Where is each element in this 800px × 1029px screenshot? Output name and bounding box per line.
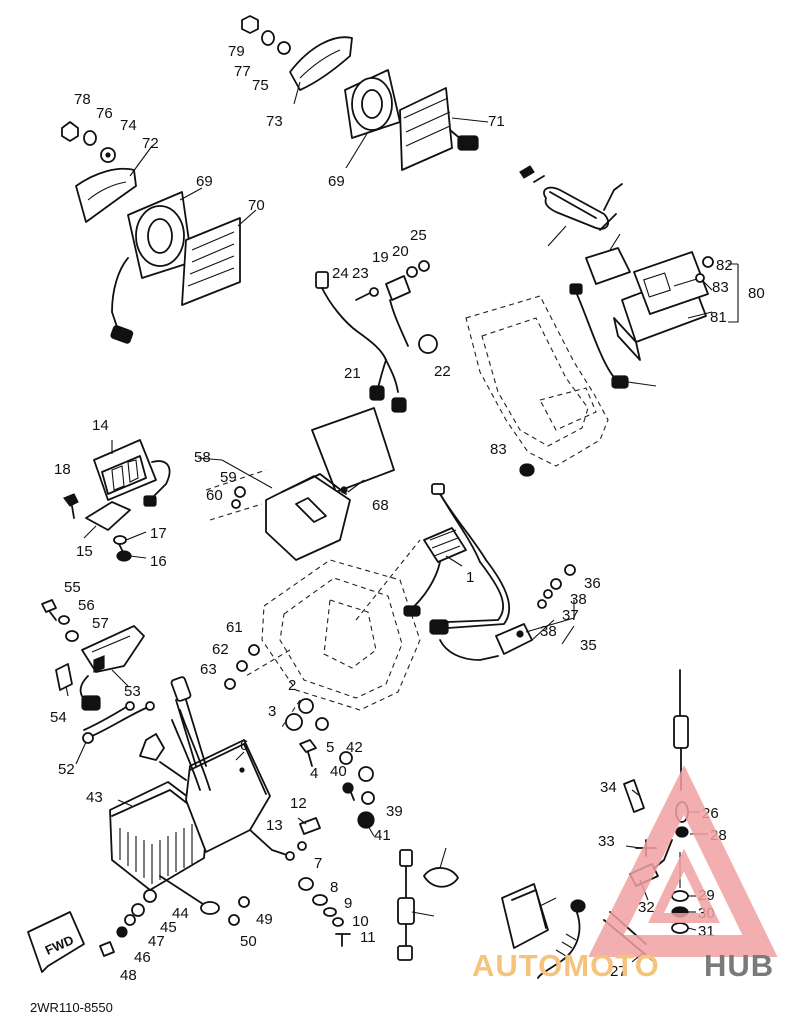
callout-41: 41 xyxy=(374,827,391,844)
callout-63: 68 xyxy=(372,497,389,514)
callout-4: 4 xyxy=(310,765,318,782)
callout-12: 12 xyxy=(290,795,307,812)
callout-72: 81 xyxy=(710,309,727,326)
callout-16: 16 xyxy=(150,553,167,570)
callout-38-a: 38 xyxy=(570,591,587,608)
callout-25: 25 xyxy=(410,227,427,244)
callout-27: 27 xyxy=(610,963,627,980)
callout-49: 49 xyxy=(256,911,273,928)
callout-56: 57 xyxy=(92,615,109,632)
callout-21: 21 xyxy=(344,365,361,382)
callout-23: 23 xyxy=(352,265,369,282)
callout-51: 52 xyxy=(58,761,75,778)
fuse-assembly xyxy=(397,849,459,961)
callout-35: 35 xyxy=(580,637,597,654)
console-outline xyxy=(465,295,609,467)
callout-68-left: 74 xyxy=(120,117,137,134)
watermark-brand-hub: HUB xyxy=(704,948,774,983)
callout-43: 43 xyxy=(86,789,103,806)
callout-65: 70 xyxy=(248,197,265,214)
callout-58: 59 xyxy=(220,469,237,486)
callout-53: 54 xyxy=(50,709,67,726)
callout-22: 22 xyxy=(434,363,451,380)
main-unit-assembly xyxy=(109,676,295,891)
callout-8: 8 xyxy=(330,879,338,896)
callout-37: 37 xyxy=(562,607,579,624)
callout-10: 10 xyxy=(352,913,369,930)
watermark-inner-triangle-icon xyxy=(648,848,720,923)
callout-34: 34 xyxy=(600,779,617,796)
callout-73: 82 xyxy=(716,257,733,274)
center-box-assembly xyxy=(205,407,395,561)
callout-39: 39 xyxy=(386,803,403,820)
right-unit-assembly xyxy=(519,165,714,477)
callout-1: 1 xyxy=(466,569,474,586)
callout-70-top: 79 xyxy=(228,43,245,60)
callout-61: 62 xyxy=(212,641,229,658)
callout-71: 80 xyxy=(748,285,765,302)
callout-47: 47 xyxy=(148,933,165,950)
watermark-brand-automoto: AUTOMOTO xyxy=(472,948,660,983)
callout-13: 13 xyxy=(266,817,283,834)
callout-67-left: 72 xyxy=(142,135,159,152)
center-harness xyxy=(315,260,438,413)
callout-62: 63 xyxy=(200,661,217,678)
callout-69-top: 77 xyxy=(234,63,251,80)
callout-69-left: 76 xyxy=(96,105,113,122)
callout-42: 42 xyxy=(346,739,363,756)
callout-60: 61 xyxy=(226,619,243,636)
watermark-triangle-icon xyxy=(588,765,778,957)
callout-54: 55 xyxy=(64,579,81,596)
center-hardware xyxy=(285,698,375,947)
callout-70-left: 78 xyxy=(74,91,91,108)
callout-67-top: 73 xyxy=(266,113,283,130)
callout-14: 14 xyxy=(92,417,109,434)
callout-36: 36 xyxy=(584,575,601,592)
lower-left-hardware xyxy=(27,875,250,973)
callout-57: 58 xyxy=(194,449,211,466)
leader-lines xyxy=(65,81,739,963)
left-switch-assembly xyxy=(41,599,155,744)
callout-38-b: 38 xyxy=(540,623,557,640)
callout-7: 7 xyxy=(314,855,322,872)
watermark-logo: AUTOMOTO HUB xyxy=(472,765,778,983)
callout-3: 3 xyxy=(268,703,276,720)
callout-74: 83 xyxy=(712,279,729,296)
callout-48: 48 xyxy=(120,967,137,984)
mounting-plate xyxy=(245,539,421,731)
center-speaker-assembly xyxy=(241,15,479,171)
callout-44: 44 xyxy=(172,905,189,922)
callout-19: 19 xyxy=(372,249,389,266)
callout-68-top: 75 xyxy=(252,77,269,94)
callout-59: 60 xyxy=(206,487,223,504)
callout-50: 50 xyxy=(240,933,257,950)
left-meter-assembly xyxy=(63,439,171,562)
callout-40: 40 xyxy=(330,763,347,780)
callout-5: 5 xyxy=(326,739,334,756)
callout-55: 56 xyxy=(78,597,95,614)
callout-64-left: 69 xyxy=(196,173,213,190)
left-speaker-assembly xyxy=(61,121,241,344)
callout-17: 17 xyxy=(150,525,167,542)
callout-18: 18 xyxy=(54,461,71,478)
callout-75: 83 xyxy=(490,441,507,458)
callout-45: 45 xyxy=(160,919,177,936)
callout-24: 24 xyxy=(332,265,349,282)
callout-46: 46 xyxy=(134,949,151,966)
callout-2: 2 xyxy=(288,677,296,694)
callout-15: 15 xyxy=(76,543,93,560)
right-connector-assembly xyxy=(439,564,576,661)
switch-unit-1 xyxy=(403,483,511,635)
diagram-code: 2WR110-8550 xyxy=(30,1000,113,1015)
callout-66: 71 xyxy=(488,113,505,130)
callout-9: 9 xyxy=(344,895,352,912)
callout-32: 32 xyxy=(638,899,655,916)
callout-33: 33 xyxy=(598,833,615,850)
callout-20: 20 xyxy=(392,243,409,260)
callout-52: 53 xyxy=(124,683,141,700)
callout-6: 6 xyxy=(240,737,248,754)
callout-11: 11 xyxy=(360,929,376,946)
callout-64-top: 69 xyxy=(328,173,345,190)
